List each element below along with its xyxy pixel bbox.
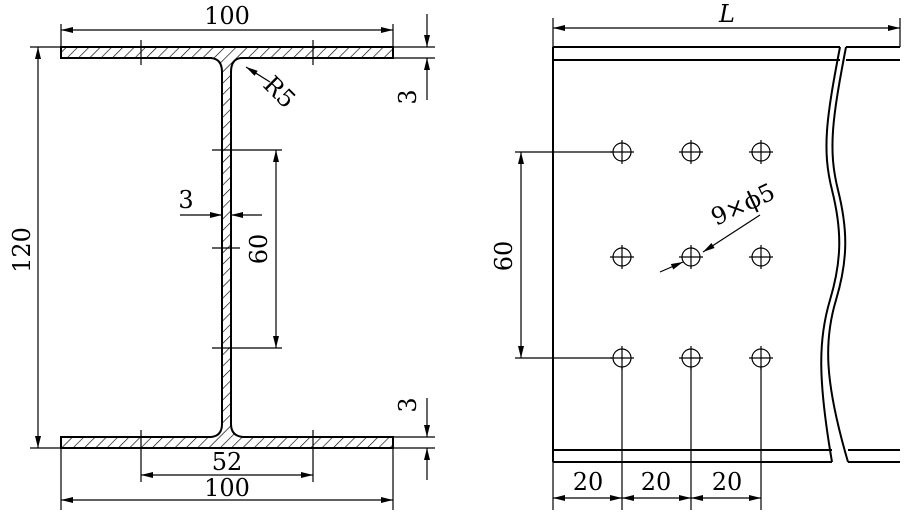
- fillet-radius-label: R5: [258, 70, 301, 113]
- hole: [610, 140, 634, 164]
- web-hole-spacing-label: 60: [245, 234, 273, 265]
- hole-grid: [610, 140, 773, 370]
- vertical-hole-spacing-label: 60: [490, 241, 518, 272]
- side-view: L 60 9×ϕ5 20 20 20: [490, 0, 901, 510]
- pitch-label-3: 20: [712, 468, 743, 496]
- break-line-left: [820, 46, 841, 463]
- hole: [679, 140, 703, 164]
- hole: [610, 346, 634, 370]
- hole: [679, 346, 703, 370]
- pitch-label-2: 20: [641, 468, 672, 496]
- pitch-label-1: 20: [573, 468, 604, 496]
- break-line-right: [827, 46, 849, 463]
- bottom-flange-thickness-label: 3: [394, 397, 422, 412]
- bottom-flange-width-label: 100: [204, 474, 250, 502]
- height-label: 120: [8, 227, 36, 273]
- length-label: L: [718, 0, 735, 28]
- hole: [610, 245, 634, 269]
- hole: [679, 245, 703, 269]
- top-flange-thickness-label: 3: [394, 89, 422, 104]
- web-thickness-label: 3: [178, 186, 193, 214]
- cross-section-view: 100 120 R5 3 3 60 3 52: [8, 2, 435, 510]
- hole: [749, 245, 773, 269]
- bottom-hole-spacing-label: 52: [212, 448, 243, 476]
- hole-callout-label: 9×ϕ5: [707, 178, 780, 232]
- hole: [749, 140, 773, 164]
- top-flange-width-label: 100: [204, 2, 250, 30]
- hole: [749, 346, 773, 370]
